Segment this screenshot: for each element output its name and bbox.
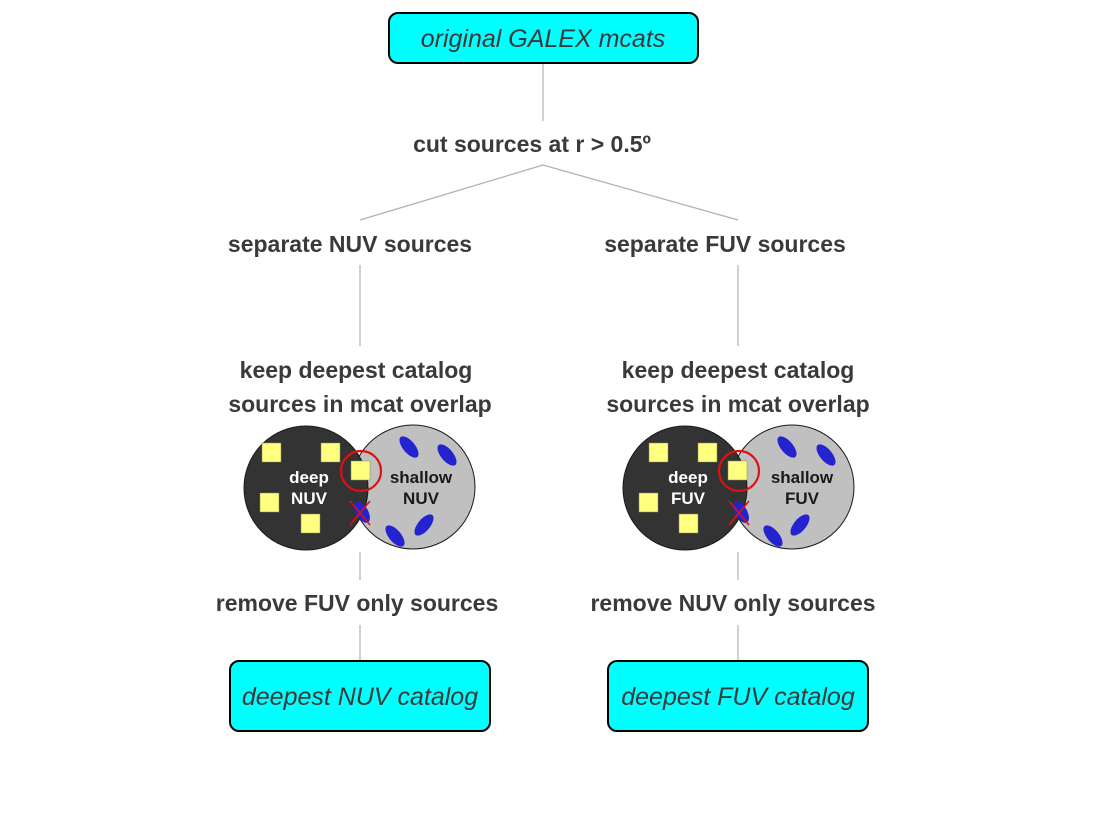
connectors: [359, 63, 739, 661]
source-ellipse: [414, 514, 434, 536]
venn-nuv-shallow-label-2: NUV: [403, 489, 440, 508]
source-square: [697, 442, 718, 463]
step-remove-fuv-only: remove FUV only sources: [216, 590, 499, 616]
source-square: [350, 460, 371, 481]
source-square: [261, 442, 282, 463]
connector-cut-to-fuv: [542, 164, 739, 221]
venn-nuv-deep-sources: [259, 442, 371, 534]
source-square: [259, 492, 280, 513]
venn-nuv-deep-label-2: NUV: [291, 489, 328, 508]
source-ellipse: [763, 525, 783, 547]
connector-cut-to-nuv: [359, 164, 544, 221]
source-ellipse: [733, 501, 749, 523]
source-ellipse: [399, 436, 419, 458]
source-square: [320, 442, 341, 463]
step-keep-fuv-line1: keep deepest catalog: [622, 357, 855, 383]
venn-fuv-shallow-label-1: shallow: [771, 468, 834, 487]
step-keep-fuv-line2: sources in mcat overlap: [606, 391, 869, 417]
source-square: [727, 460, 748, 481]
step-separate-fuv: separate FUV sources: [604, 231, 846, 257]
venn-fuv-shallow-sources: [733, 436, 836, 547]
source-ellipse: [354, 501, 370, 523]
venn-fuv-highlight-circle: [717, 449, 761, 493]
box-original-mcats-label: original GALEX mcats: [421, 25, 666, 53]
venn-fuv-deep-label-2: FUV: [671, 489, 706, 508]
source-square: [638, 492, 659, 513]
venn-nuv-highlight-circle: [339, 449, 383, 493]
venn-fuv-deep-label-1: deep: [668, 468, 708, 487]
venn-nuv-shallow-sources: [354, 436, 457, 547]
step-cut-sources: cut sources at r > 0.5º: [413, 131, 651, 157]
source-ellipse: [790, 514, 810, 536]
source-square: [300, 513, 321, 534]
venn-fuv-cross-icon: [728, 500, 750, 526]
step-remove-nuv-only: remove NUV only sources: [590, 590, 875, 616]
box-original-mcats: original GALEX mcats: [388, 12, 699, 64]
source-ellipse: [816, 444, 836, 466]
venn-fuv-deep-sources: [638, 442, 748, 534]
venn-nuv-cross-icon: [349, 500, 371, 526]
step-keep-nuv-line1: keep deepest catalog: [240, 357, 473, 383]
source-ellipse: [437, 444, 457, 466]
box-deepest-nuv-label: deepest NUV catalog: [242, 683, 478, 711]
box-deepest-fuv: deepest FUV catalog: [607, 660, 869, 732]
venn-fuv-shallow-label-2: FUV: [785, 489, 820, 508]
venn-nuv: deep NUV shallow NUV: [243, 424, 476, 551]
box-deepest-nuv: deepest NUV catalog: [229, 660, 491, 732]
venn-nuv-deep-label-1: deep: [289, 468, 329, 487]
source-ellipse: [777, 436, 797, 458]
source-square: [648, 442, 669, 463]
step-separate-nuv: separate NUV sources: [228, 231, 472, 257]
venn-nuv-shallow-label-1: shallow: [390, 468, 453, 487]
source-square: [678, 513, 699, 534]
venn-fuv: deep FUV shallow FUV: [622, 424, 855, 551]
box-deepest-fuv-label: deepest FUV catalog: [621, 683, 855, 711]
step-keep-nuv-line2: sources in mcat overlap: [228, 391, 491, 417]
source-ellipse: [385, 525, 405, 547]
